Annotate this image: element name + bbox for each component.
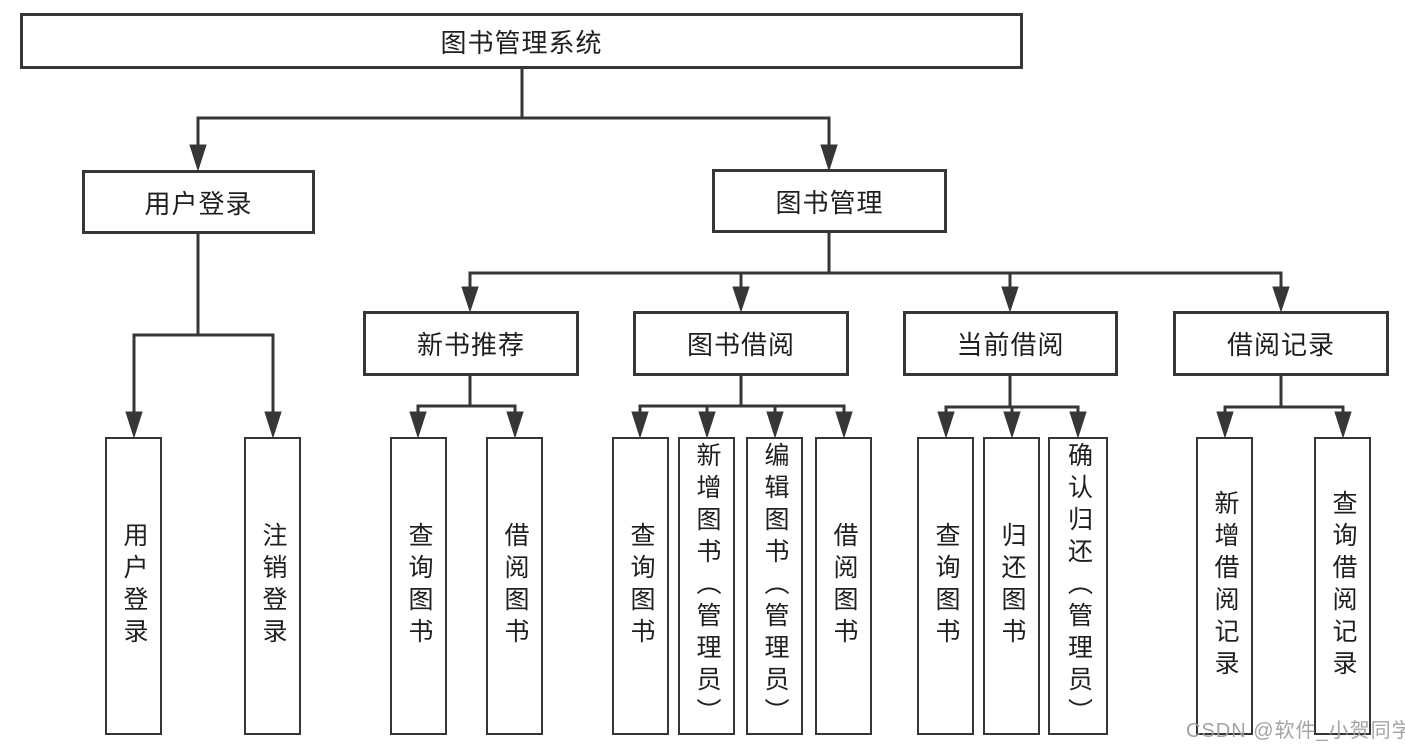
node-label: 查询图书 bbox=[932, 522, 960, 650]
csdn-watermark: CSDN @软件_小贺同学 bbox=[1186, 720, 1405, 742]
node-label: 图书管理 bbox=[775, 187, 884, 218]
leaf-confirm-return-admin: 确认归还（管理员） bbox=[1048, 437, 1108, 735]
node-label: 用户登录 bbox=[144, 188, 253, 219]
node-label: 查询图书 bbox=[627, 522, 655, 650]
leaf-add-borrow-record: 新增借阅记录 bbox=[1196, 437, 1253, 735]
leaf-query-books-borrow: 查询图书 bbox=[612, 437, 669, 735]
node-label: 注销登录 bbox=[259, 522, 287, 650]
node-label: 编辑图书（管理员） bbox=[761, 442, 789, 730]
node-label: 借阅图书 bbox=[501, 522, 529, 650]
node-current-borrowing: 当前借阅 bbox=[903, 311, 1118, 376]
node-label: 新增图书（管理员） bbox=[693, 442, 721, 730]
node-new-book-recommend: 新书推荐 bbox=[363, 311, 579, 376]
node-book-management-branch: 图书管理 bbox=[712, 169, 947, 233]
node-label: 新增借阅记录 bbox=[1211, 490, 1239, 682]
node-root-system: 图书管理系统 bbox=[20, 13, 1023, 69]
leaf-query-borrow-record: 查询借阅记录 bbox=[1314, 437, 1371, 735]
node-label: 确认归还（管理员） bbox=[1064, 442, 1093, 730]
node-borrowing-records: 借阅记录 bbox=[1173, 311, 1389, 376]
leaf-user-login: 用户登录 bbox=[105, 437, 162, 735]
leaf-edit-books-admin: 编辑图书（管理员） bbox=[746, 437, 803, 735]
node-label: 查询借阅记录 bbox=[1329, 490, 1357, 682]
node-label: 用户登录 bbox=[120, 522, 148, 650]
node-user-login-branch: 用户登录 bbox=[82, 170, 315, 234]
leaf-borrow-books-recommend: 借阅图书 bbox=[486, 437, 543, 735]
node-label: 图书借阅 bbox=[686, 330, 795, 360]
leaf-query-books-recommend: 查询图书 bbox=[390, 437, 447, 735]
leaf-logout: 注销登录 bbox=[244, 437, 301, 735]
node-book-borrowing: 图书借阅 bbox=[633, 311, 849, 376]
node-label: 新书推荐 bbox=[416, 330, 525, 360]
node-label: 图书管理系统 bbox=[440, 27, 603, 58]
leaf-add-books-admin: 新增图书（管理员） bbox=[678, 437, 735, 735]
leaf-borrow-books: 借阅图书 bbox=[815, 437, 872, 735]
node-label: 借阅图书 bbox=[830, 522, 858, 650]
node-label: 归还图书 bbox=[998, 522, 1026, 650]
node-label: 借阅记录 bbox=[1226, 330, 1335, 360]
node-label: 查询图书 bbox=[405, 522, 433, 650]
leaf-return-books: 归还图书 bbox=[983, 437, 1040, 735]
leaf-query-books-current: 查询图书 bbox=[917, 437, 974, 735]
node-label: 当前借阅 bbox=[956, 330, 1065, 360]
